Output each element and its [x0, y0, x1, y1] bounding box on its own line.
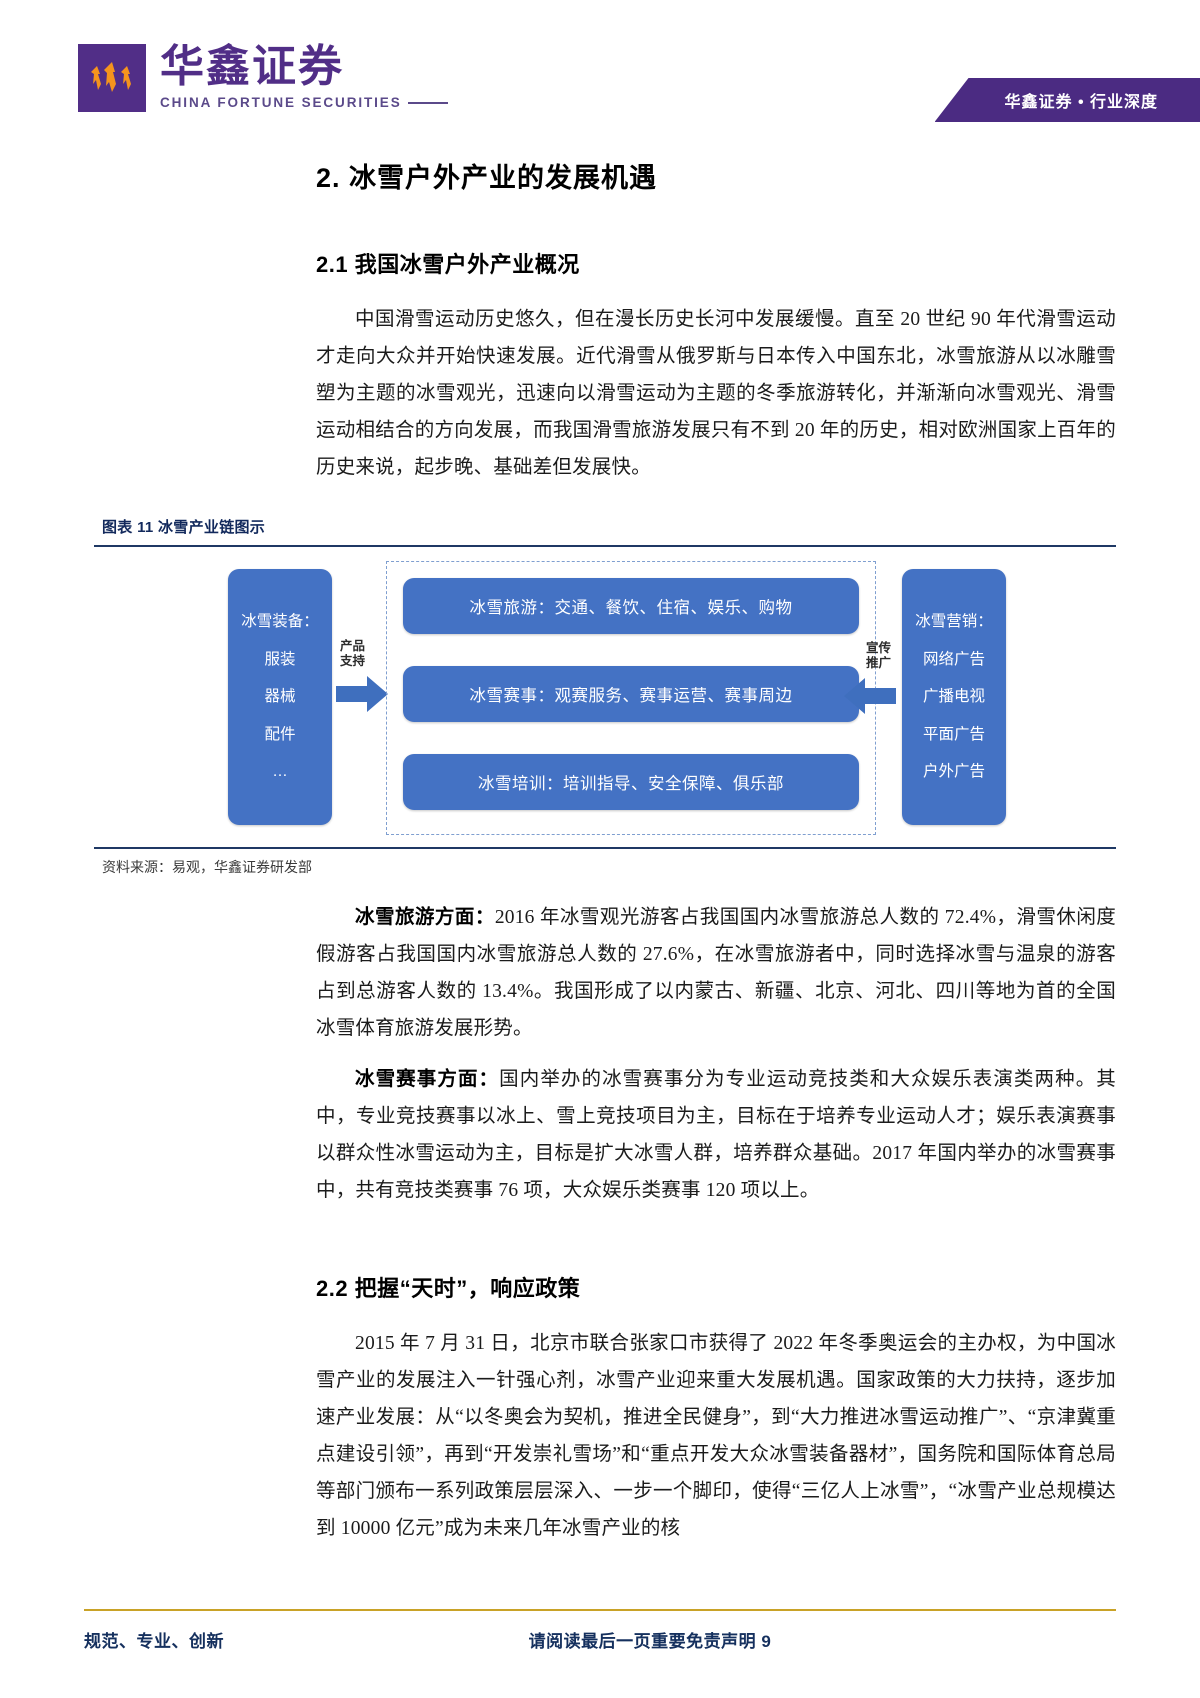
diagram-box-tourism: 冰雪旅游：交通、餐饮、住宿、娱乐、购物 [403, 578, 859, 634]
footer-divider [84, 1608, 1116, 1611]
logo-chinese-name: 华鑫证券 [160, 42, 344, 91]
arrow-label-left-line1: 产品 [340, 639, 366, 653]
paragraph-policy: 2015 年 7 月 31 日，北京市联合张家口市获得了 2022 年冬季奥运会… [316, 1333, 1116, 1539]
marketing-item-0: 网络广告 [922, 650, 985, 668]
figure-source: 资料来源：易观，华鑫证券研发部 [102, 859, 312, 875]
diagram-box-marketing: 冰雪营销： 网络广告 广播电视 平面广告 户外广告 [902, 569, 1006, 825]
paragraph-intro: 中国滑雪运动历史悠久，但在漫长历史长河中发展缓慢。直至 20 世纪 90 年代滑… [316, 309, 1116, 478]
page-title: 2. 冰雪户外产业的发展机遇 [316, 163, 658, 193]
diagram-box-events: 冰雪赛事：观赛服务、赛事运营、赛事周边 [403, 666, 859, 722]
footer-disclaimer: 请阅读最后一页重要免责声明 9 [528, 1632, 772, 1651]
subsection-heading-2-2: 2.2 把握“天时”，响应政策 [316, 1276, 581, 1301]
marketing-item-2: 平面广告 [922, 725, 985, 743]
arrow-label-right-line1: 宣传 [865, 641, 891, 655]
diagram-canvas: 冰雪装备： 服装 器械 配件 … 产品 支持 冰雪旅游：交通、餐饮、住宿、娱乐、… [94, 547, 1116, 847]
equipment-item-3: … [272, 763, 288, 781]
logo-english-name: CHINA FORTUNE SECURITIES [160, 95, 402, 111]
arrow-label-right-line2: 推广 [865, 656, 891, 670]
paragraph-events-lead: 冰雪赛事方面： [355, 1069, 500, 1090]
page-content: 2. 冰雪户外产业的发展机遇 2.1 我国冰雪户外产业概况 中国滑雪运动历史悠久… [0, 156, 1200, 1547]
equipment-item-0: 服装 [264, 650, 296, 668]
footer-slogan: 规范、专业、创新 [84, 1632, 224, 1651]
figure-industry-chain: 冰雪装备： 服装 器械 配件 … 产品 支持 冰雪旅游：交通、餐饮、住宿、娱乐、… [94, 545, 1116, 849]
page-footer: 规范、专业、创新 请阅读最后一页重要免责声明 9 [84, 1608, 1116, 1653]
equipment-title: 冰雪装备： [241, 613, 319, 631]
paragraph-events-body: 国内举办的冰雪赛事分为专业运动竞技类和大众娱乐表演类两种。其中，专业竞技赛事以冰… [316, 1069, 1116, 1201]
paragraph-tourism-lead: 冰雪旅游方面： [355, 907, 495, 928]
arrow-label-left-line2: 支持 [340, 654, 366, 668]
company-logo: 华鑫证券 CHINA FORTUNE SECURITIES [78, 42, 448, 112]
arrow-label-product-support: 产品 支持 [340, 639, 365, 669]
header-badge: 华鑫证券 • 行业深度 [934, 78, 1200, 122]
subsection-heading-2-1: 2.1 我国冰雪户外产业概况 [316, 252, 580, 277]
flame-logo-icon [78, 44, 146, 112]
diagram-box-training: 冰雪培训：培训指导、安全保障、俱乐部 [403, 754, 859, 810]
paragraph-tourism-body: 2016 年冰雪观光游客占我国国内冰雪旅游总人数的 72.4%，滑雪休闲度假游客… [316, 907, 1116, 1039]
diagram-center-group: 冰雪旅游：交通、餐饮、住宿、娱乐、购物 冰雪赛事：观赛服务、赛事运营、赛事周边 … [386, 561, 876, 835]
equipment-item-1: 器械 [264, 688, 296, 706]
page-header: 华鑫证券 CHINA FORTUNE SECURITIES 华鑫证券 • 行业深… [0, 0, 1200, 140]
logo-rule [407, 101, 448, 104]
marketing-title: 冰雪营销： [915, 613, 993, 631]
arrow-left-pointing-icon [842, 675, 898, 722]
arrow-label-promotion: 宣传 推广 [866, 641, 891, 671]
marketing-item-1: 广播电视 [922, 688, 985, 706]
diagram-box-equipment: 冰雪装备： 服装 器械 配件 … [228, 569, 332, 825]
equipment-item-2: 配件 [264, 725, 296, 743]
paragraph-events: 冰雪赛事方面：国内举办的冰雪赛事分为专业运动竞技类和大众娱乐表演类两种。其中，专… [316, 1061, 1116, 1209]
paragraph-tourism: 冰雪旅游方面：2016 年冰雪观光游客占我国国内冰雪旅游总人数的 72.4%，滑… [316, 899, 1116, 1047]
arrow-right-pointing-icon [334, 673, 390, 720]
marketing-item-3: 户外广告 [922, 763, 985, 781]
figure-caption: 图表 11 冰雪产业链图示 [102, 519, 266, 536]
